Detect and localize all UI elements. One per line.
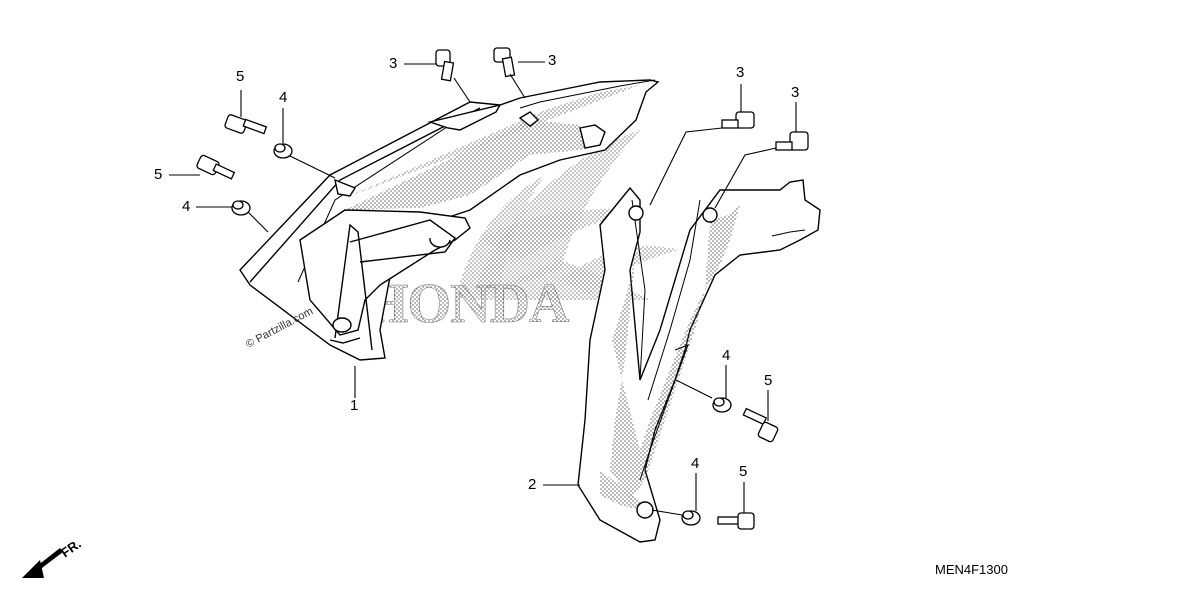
- callout-4-right-lower: 4: [691, 455, 700, 472]
- bolt-3b: [493, 47, 516, 78]
- bolt-5d: [717, 512, 755, 530]
- collar-4c: [712, 397, 732, 413]
- leader-lines: [169, 61, 797, 516]
- part-1-left-shroud: [239, 79, 660, 361]
- diagram-code: MEN4F1300: [935, 562, 1008, 577]
- bolt-3a: [435, 49, 455, 82]
- bolt-3c: [721, 111, 755, 129]
- honda-logo-text: HONDA: [365, 273, 570, 335]
- callout-5-right-upper: 5: [764, 372, 773, 389]
- collar-4a: [273, 143, 293, 159]
- callout-3-right-upper: 3: [736, 64, 745, 81]
- callout-5-left-upper: 5: [236, 68, 245, 85]
- bolt-5b: [196, 154, 236, 180]
- callout-3-right-lower: 3: [791, 84, 800, 101]
- callout-3-top-right: 3: [548, 52, 557, 69]
- bolt-3d: [775, 131, 809, 151]
- bolt-5c: [742, 407, 779, 443]
- bolt-5a: [224, 114, 268, 135]
- callout-4-left-upper: 4: [279, 89, 288, 106]
- callout-5-left-lower: 5: [154, 166, 163, 183]
- part-2-right-shroud: [577, 179, 821, 543]
- callout-2: 2: [528, 476, 537, 493]
- callout-1: 1: [350, 397, 359, 414]
- callout-5-right-lower: 5: [739, 463, 748, 480]
- collar-4b: [231, 200, 251, 216]
- callout-4-right-upper: 4: [722, 347, 731, 364]
- collar-4d: [681, 510, 701, 526]
- front-direction-arrow: [22, 548, 63, 578]
- callout-4-left-lower: 4: [182, 198, 191, 215]
- honda-wing-logo: [455, 130, 680, 300]
- callout-3-top-left: 3: [389, 55, 398, 72]
